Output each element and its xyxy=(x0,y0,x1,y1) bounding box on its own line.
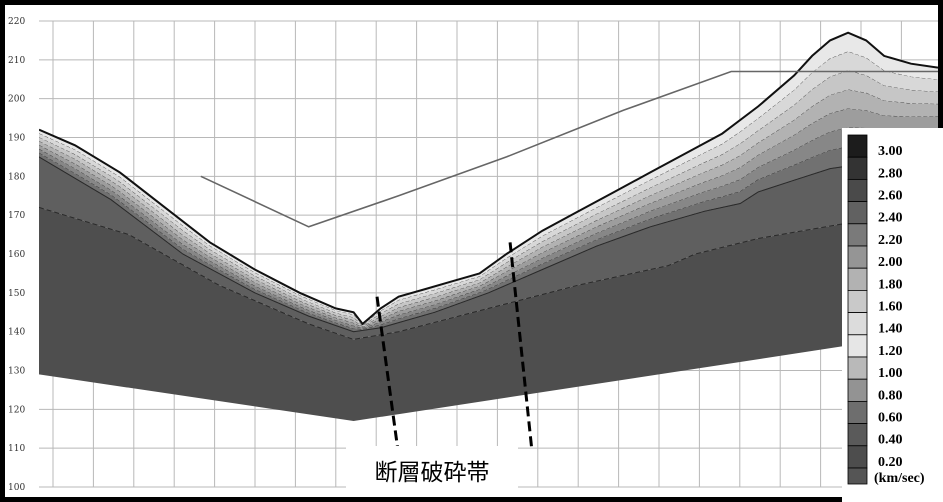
weathered-band xyxy=(39,108,938,329)
weathered-band xyxy=(39,70,938,327)
y-tick-label: 200 xyxy=(8,95,25,105)
legend-swatch xyxy=(847,245,868,269)
bedrock-layer xyxy=(39,207,938,421)
y-tick-label: 210 xyxy=(8,56,25,66)
y-tick-label: 150 xyxy=(8,289,25,299)
legend-label: 1.40 xyxy=(878,322,903,337)
legend-swatch xyxy=(847,378,868,402)
legend-label: 1.80 xyxy=(878,277,903,292)
legend-swatch xyxy=(847,201,868,225)
y-tick-label: 160 xyxy=(8,250,25,260)
ground-surface-line xyxy=(39,31,938,326)
layer-boundary xyxy=(39,152,938,333)
weathered-band xyxy=(39,89,938,328)
survey-line xyxy=(200,70,938,228)
legend-label: 0.40 xyxy=(878,433,903,448)
y-tick-label: 170 xyxy=(8,211,25,221)
velocity-legend: 3.00 2.80 2.60 2.40 2.20 2.00 1.80 1.60 1.40 1.20… xyxy=(842,128,943,502)
legend-label: 1.00 xyxy=(878,366,903,381)
fault-zone-label: 断層破砕帯 xyxy=(346,446,518,494)
velocity-contour xyxy=(39,140,938,330)
legend-swatch xyxy=(847,134,868,158)
y-tick-label: 130 xyxy=(8,367,25,377)
y-tick-label: 100 xyxy=(8,483,25,493)
y-tick-label: 120 xyxy=(8,405,25,415)
legend-label: 3.00 xyxy=(878,144,903,159)
fault-line-right xyxy=(508,242,534,449)
legend-label: 0.60 xyxy=(878,411,903,426)
legend-swatch xyxy=(847,156,868,180)
legend-swatch xyxy=(847,423,868,447)
y-tick-label: 140 xyxy=(8,328,25,338)
y-axis-ticks: 100 110 120 130 140 150 160 170 180 190 200 210 220 xyxy=(8,17,25,493)
legend-swatch xyxy=(847,312,868,336)
y-tick-label: 180 xyxy=(8,172,25,182)
legend-swatch xyxy=(847,445,868,469)
legend-swatch xyxy=(847,267,868,291)
legend-swatch xyxy=(847,178,868,202)
legend-label: 2.40 xyxy=(878,211,903,226)
legend-unit: (km/sec) xyxy=(874,471,925,486)
legend-label: 2.60 xyxy=(878,189,903,204)
legend-label: 2.20 xyxy=(878,233,903,248)
y-tick-label: 190 xyxy=(8,134,25,144)
layer-boundary xyxy=(39,206,938,340)
legend-swatch xyxy=(847,223,868,247)
y-tick-label: 110 xyxy=(8,444,25,454)
weathered-band xyxy=(39,51,938,326)
legend-label: 1.20 xyxy=(878,344,903,359)
legend-swatch xyxy=(847,400,868,424)
legend-swatch xyxy=(847,289,868,313)
legend-swatch xyxy=(847,334,868,358)
legend-swatch xyxy=(847,467,868,485)
legend-label: 1.60 xyxy=(878,300,903,315)
legend-label: 0.20 xyxy=(878,455,903,470)
legend-label: 2.80 xyxy=(878,166,903,181)
legend-label: 2.00 xyxy=(878,255,903,270)
legend-swatch xyxy=(847,356,868,380)
legend-label: 0.80 xyxy=(878,388,903,403)
y-tick-label: 220 xyxy=(8,17,25,27)
